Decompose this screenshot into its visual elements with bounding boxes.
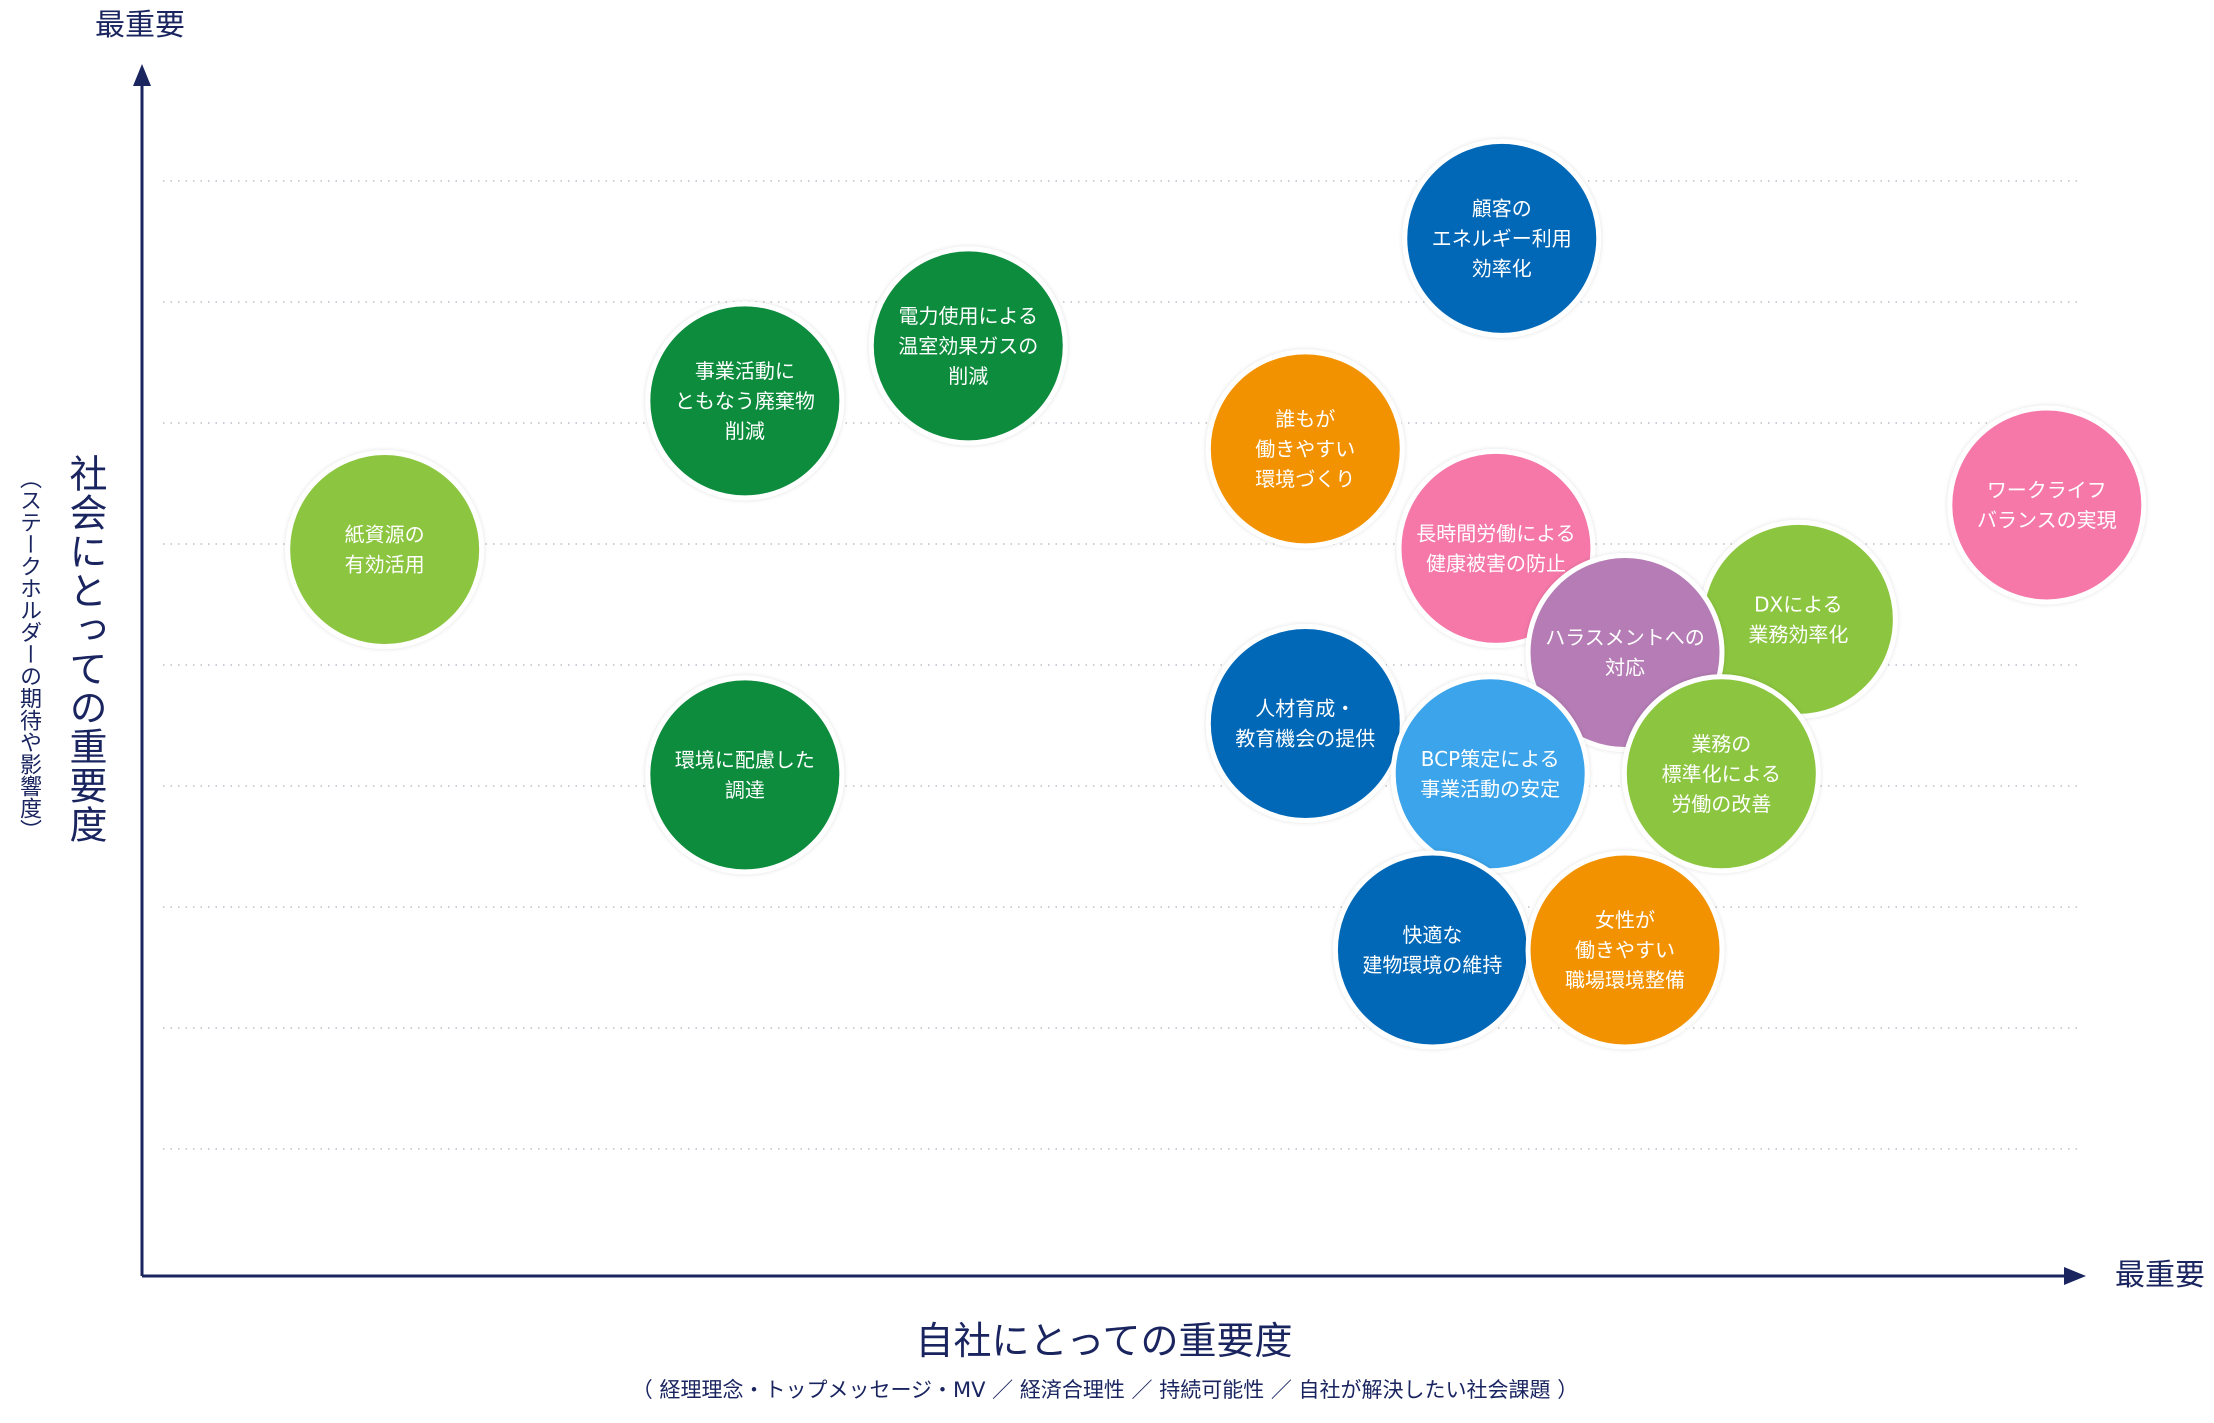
bubble-label: 環境に配慮した: [675, 748, 815, 772]
bubble-label: 削減: [948, 364, 988, 388]
axes: [133, 64, 2086, 1285]
bubble-label: 事業活動の安定: [1420, 777, 1560, 801]
bubble-label: 顧客の: [1472, 196, 1532, 220]
bubble-label: 電力使用による: [899, 304, 1038, 328]
bubble-label: 働きやすい: [1255, 437, 1355, 461]
bubble-label: 働きやすい: [1575, 938, 1675, 962]
bubble-circle: [285, 450, 485, 650]
bubble-circle: [1525, 850, 1725, 1050]
bubble-label: ハラスメントへの: [1545, 626, 1705, 650]
bubble-label: 紙資源の: [345, 523, 425, 547]
bubble-label: 事業活動に: [695, 359, 795, 383]
x-axis-arrow: [2064, 1267, 2086, 1285]
bubble-label: 誰もが: [1275, 407, 1335, 431]
bubble-label: 快適な: [1402, 923, 1462, 947]
bubble-label: DXによる: [1754, 592, 1843, 616]
bubble-label: ワークライフ: [1987, 478, 2107, 502]
bubble-label: BCP策定による: [1421, 747, 1560, 771]
y-axis-arrow: [133, 64, 151, 86]
bubble-label: エネルギー利用: [1432, 226, 1572, 250]
y-axis-subtitle: （ステークホルダーの期待や影響度）: [16, 467, 41, 841]
bubble-label: 標準化による: [1662, 762, 1781, 786]
bubble-label: 長時間労働による: [1416, 521, 1575, 545]
bubble-label: バランスの実現: [1977, 508, 2117, 532]
bubble-label: 教育機会の提供: [1235, 726, 1375, 750]
bubble-label: 効率化: [1472, 256, 1532, 280]
bubble-label: 有効活用: [345, 553, 425, 577]
bubble-circle: [645, 675, 845, 875]
bubble-label: 対応: [1605, 656, 1645, 680]
bubble-label: 環境づくり: [1255, 467, 1355, 491]
bubble-label: 建物環境の維持: [1362, 953, 1502, 977]
bubble-circle: [1947, 405, 2147, 605]
bubble-circle: [1390, 674, 1590, 874]
bubble-label: 業務の: [1691, 732, 1751, 756]
bubble-label: 温室効果ガスの: [898, 334, 1038, 358]
bubble-label: 労働の改善: [1671, 792, 1771, 816]
bubbles: 顧客のエネルギー利用効率化電力使用による温室効果ガスの削減事業活動にともなう廃棄…: [285, 138, 2147, 1050]
bubble: 人材育成・教育機会の提供: [1205, 623, 1405, 823]
bubble-circle: [645, 301, 845, 501]
bubble-label: 調達: [725, 778, 765, 802]
bubble-circle: [868, 246, 1068, 446]
bubble-label: 業務効率化: [1748, 622, 1848, 646]
bubble-circle: [1621, 674, 1821, 874]
x-axis-title: 自社にとっての重要度: [915, 1319, 1293, 1363]
bubble-label: 健康被害の防止: [1426, 551, 1566, 575]
bubble-circle: [1402, 138, 1602, 338]
y-axis-max-label: 最重要: [95, 8, 185, 43]
bubble-label: 職場環境整備: [1565, 968, 1685, 992]
y-axis-title: 社会にとっての重要度: [63, 454, 107, 844]
x-axis-subtitle: （ 経理理念・トップメッセージ・MV ／ 経済合理性 ／ 持続可能性 ／ 自社が…: [631, 1378, 1579, 1402]
bubble-label: 人材育成・: [1255, 696, 1355, 720]
bubble-circle: [1205, 349, 1405, 549]
bubble-circle: [1205, 623, 1405, 823]
x-axis-max-label: 最重要: [2115, 1258, 2205, 1293]
bubble-label: 削減: [725, 419, 765, 443]
bubble-circle: [1332, 850, 1532, 1050]
bubble-label: ともなう廃棄物: [675, 389, 815, 413]
bubble-label: 女性が: [1595, 908, 1655, 932]
